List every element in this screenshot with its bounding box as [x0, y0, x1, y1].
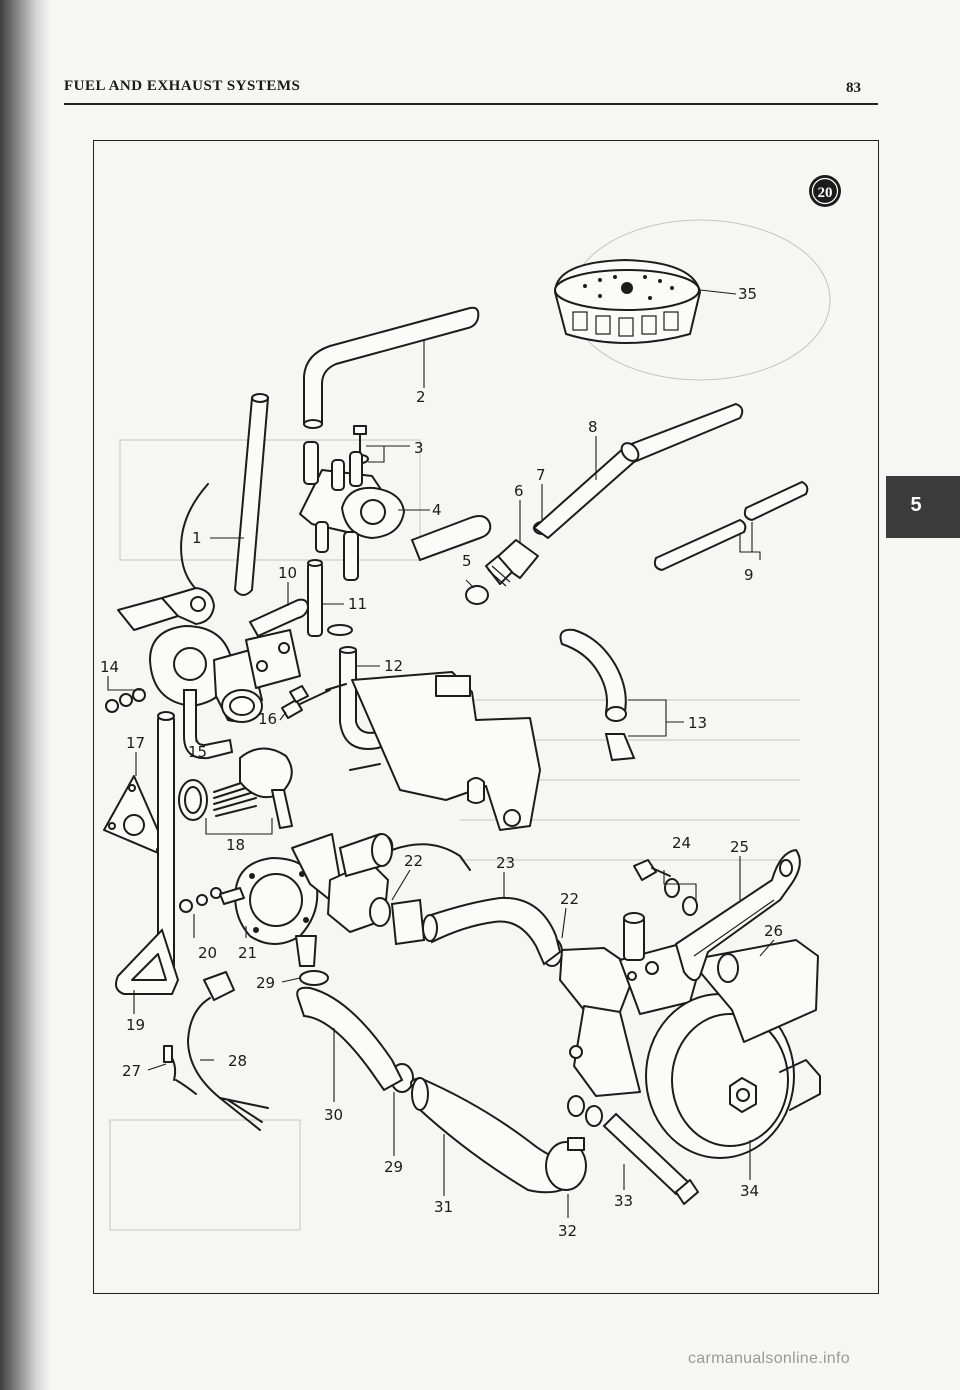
pressure-regulator-4 [299, 441, 405, 581]
bent-pipe-12 [325, 646, 541, 831]
callout-13: 13 [688, 714, 707, 732]
callout-31: 31 [434, 1198, 453, 1216]
callout-3: 3 [414, 439, 424, 457]
callout-29-upper: 29 [256, 974, 275, 992]
callout-9: 9 [744, 566, 754, 584]
short-hose-10 [248, 598, 310, 638]
callout-35: 35 [738, 285, 757, 303]
gasket-17 [103, 775, 171, 859]
hose-1 [180, 393, 270, 601]
callout-19: 19 [126, 1016, 145, 1034]
callout-33: 33 [614, 1192, 633, 1210]
callout-14: 14 [100, 658, 119, 676]
fuel-hose-8 [532, 402, 744, 540]
page-number: 83 [846, 80, 861, 96]
auxiliary-valve-21 [219, 832, 471, 967]
callout-11: 11 [348, 595, 367, 613]
callout-34: 34 [740, 1182, 759, 1200]
wiring-plug-28 [163, 971, 269, 1131]
bolts-16 [281, 685, 331, 719]
figure-number-text: 20 [818, 185, 833, 201]
hose-clamp-32 [545, 1137, 587, 1191]
small-hose [410, 515, 492, 562]
page-binding-shadow [0, 0, 52, 1390]
coolant-hose-30 [296, 986, 404, 1092]
air-cleaner-35 [554, 259, 701, 344]
throttle-body [117, 587, 301, 723]
pipe-11 [307, 559, 323, 637]
callout-18: 18 [226, 836, 245, 854]
callout-15: 15 [188, 743, 207, 761]
callout-21: 21 [238, 944, 257, 962]
callout-8: 8 [588, 418, 598, 436]
bracket-25 [675, 849, 801, 983]
callout-16: 16 [258, 710, 277, 728]
figure-number-badge: 20 [809, 175, 841, 207]
thermostat-18 [178, 747, 293, 829]
callout-5: 5 [462, 552, 472, 570]
callout-4: 4 [432, 501, 442, 519]
vacuum-hose-2 [303, 306, 480, 429]
callout-10: 10 [278, 564, 297, 582]
callout-23: 23 [496, 854, 515, 872]
union-fitting-6 [485, 539, 539, 587]
callout-numbers: 35 2 3 4 1 5 6 7 8 9 10 11 12 13 14 15 1… [100, 285, 783, 1240]
header-rule [64, 103, 878, 105]
nuts-14 [105, 688, 146, 713]
callout-26: 26 [764, 922, 783, 940]
callout-6: 6 [514, 482, 524, 500]
nuts-20 [179, 887, 222, 913]
callout-7: 7 [536, 466, 546, 484]
callout-2: 2 [416, 388, 426, 406]
callout-29-lower: 29 [384, 1158, 403, 1176]
long-bolt-33 [567, 1095, 699, 1205]
chapter-tab-label: 5 [910, 494, 922, 516]
chapter-tab[interactable]: 5 [886, 476, 960, 538]
callout-22-upper: 22 [404, 852, 423, 870]
elbow-hose-13 [559, 628, 636, 762]
sealing-ring-5 [465, 585, 489, 605]
callout-17: 17 [126, 734, 145, 752]
pipe-19 [115, 711, 180, 995]
coolant-hose-23 [390, 896, 562, 966]
bolt-24 [633, 859, 698, 916]
callout-25: 25 [730, 838, 749, 856]
callout-27: 27 [122, 1062, 141, 1080]
callout-28: 28 [228, 1052, 247, 1070]
callout-1: 1 [192, 529, 202, 547]
spring-clip [327, 624, 353, 636]
hose-pieces-9 [653, 480, 809, 572]
callout-22-lower: 22 [560, 890, 579, 908]
callout-20: 20 [198, 944, 217, 962]
watermark-link[interactable]: carmanualsonline.info [688, 1350, 850, 1367]
callout-12: 12 [384, 657, 403, 675]
callout-32: 32 [558, 1222, 577, 1240]
diagram-frame [93, 140, 879, 1294]
callout-24: 24 [672, 834, 691, 852]
leader-lines [107, 289, 775, 1218]
section-title: FUEL AND EXHAUST SYSTEMS [64, 78, 301, 94]
callout-30: 30 [324, 1106, 343, 1124]
